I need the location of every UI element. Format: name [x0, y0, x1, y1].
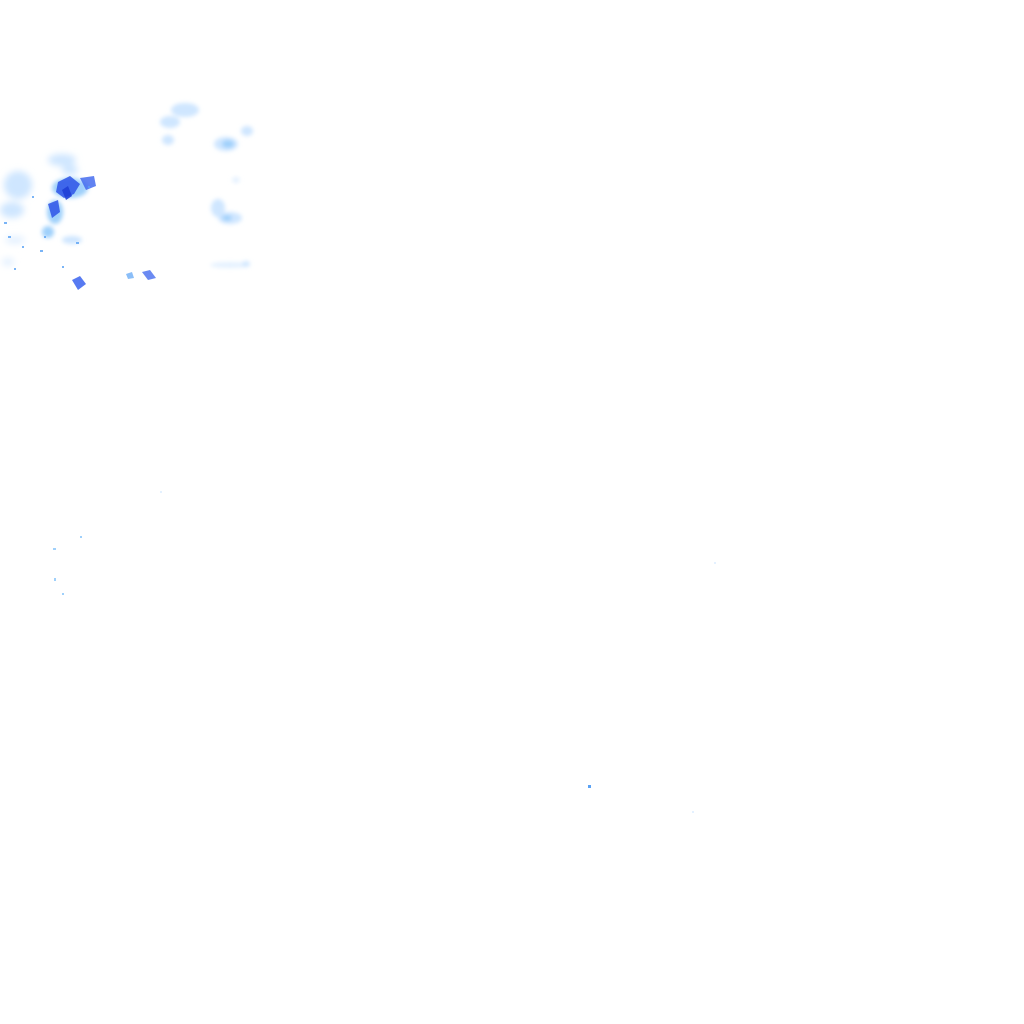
precip-cell-north	[160, 103, 253, 183]
precip-cell-east	[210, 199, 250, 268]
precip-heavy-cells	[48, 176, 156, 290]
precip-isolated	[53, 491, 716, 813]
precip-cell-west	[0, 154, 78, 266]
precip-speckles	[4, 186, 90, 270]
